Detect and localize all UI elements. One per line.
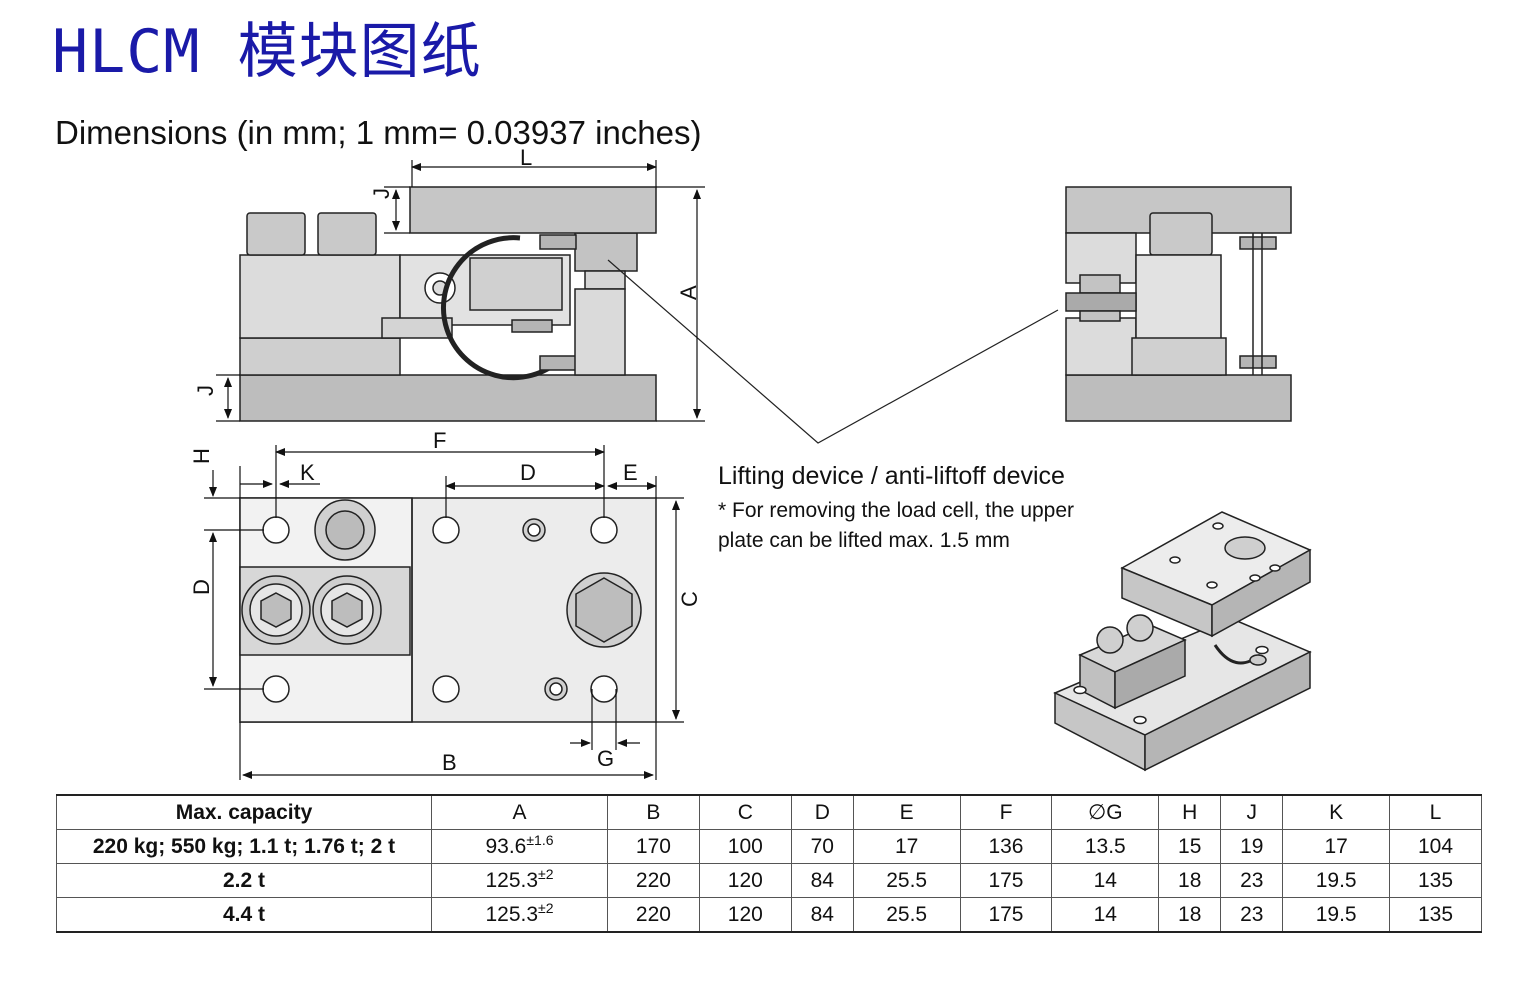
value-cell-c: 100 — [698, 829, 792, 864]
value-cell-d: 84 — [790, 863, 854, 898]
lifting-device-title: Lifting device / anti-liftoff device — [718, 462, 1065, 490]
value-cell-g: 14 — [1051, 897, 1160, 933]
capacity-cell: 220 kg; 550 kg; 1.1 t; 1.76 t; 2 t — [56, 829, 432, 864]
value-cell-h: 18 — [1158, 863, 1222, 898]
header-cell: C — [698, 794, 792, 830]
dim-label-j-top: J — [369, 188, 394, 199]
value-cell-g: 14 — [1051, 863, 1160, 898]
value-cell-b: 220 — [606, 897, 700, 933]
table-row: 2.2 t 125.3±2 220 120 84 25.5 175 14 18 … — [56, 863, 1482, 898]
table-row: 4.4 t 125.3±2 220 120 84 25.5 175 14 18 … — [56, 897, 1482, 933]
dim-label-c: C — [677, 591, 702, 607]
header-cell: B — [606, 794, 700, 830]
dim-label-b: B — [442, 750, 457, 775]
lifting-note-line-2: plate can be lifted max. 1.5 mm — [718, 529, 1010, 552]
value-cell-h: 18 — [1158, 897, 1222, 933]
value-cell-f: 175 — [959, 897, 1053, 933]
value-cell-e: 17 — [852, 829, 961, 864]
value-cell-j: 19 — [1220, 829, 1284, 864]
dim-label-j-bottom: J — [193, 385, 218, 396]
dimensions-table: Max. capacity A B C D E F ∅G H J K L 220… — [56, 794, 1482, 933]
technical-drawing: L J J A F H K D E D C B G — [189, 145, 1312, 780]
value-cell-l: 135 — [1389, 863, 1482, 898]
value-cell-h: 15 — [1158, 829, 1222, 864]
table-header-row: Max. capacity A B C D E F ∅G H J K L — [56, 794, 1482, 830]
header-cell: K — [1282, 794, 1391, 830]
value-cell-a: 125.3±2 — [431, 897, 608, 933]
value-cell-c: 120 — [698, 863, 792, 898]
capacity-cell: 4.4 t — [56, 897, 432, 933]
lifting-note-line-1: * For removing the load cell, the upper — [718, 499, 1075, 522]
value-cell-k: 17 — [1282, 829, 1391, 864]
dimensions-subtitle: Dimensions (in mm; 1 mm= 0.03937 inches) — [55, 114, 702, 151]
value-cell-l: 104 — [1389, 829, 1482, 864]
value-cell-d: 70 — [790, 829, 854, 864]
value-cell-e: 25.5 — [852, 897, 961, 933]
dim-label-f: F — [433, 428, 446, 453]
leader-line — [607, 259, 1059, 444]
value-cell-b: 170 — [606, 829, 700, 864]
value-cell-e: 25.5 — [852, 863, 961, 898]
lifting-note: * For removing the load cell, the upper … — [718, 496, 1074, 556]
dim-label-g: G — [597, 746, 614, 771]
header-cell: ∅G — [1051, 794, 1160, 830]
isometric-view — [1053, 511, 1312, 772]
value-cell-c: 120 — [698, 897, 792, 933]
front-view — [1065, 186, 1292, 422]
capacity-cell: 2.2 t — [56, 863, 432, 898]
value-cell-l: 135 — [1389, 897, 1482, 933]
value-cell-j: 23 — [1220, 863, 1284, 898]
value-cell-f: 175 — [959, 863, 1053, 898]
dim-label-d-side: D — [189, 579, 214, 595]
header-cell: Max. capacity — [56, 794, 432, 830]
value-cell-j: 23 — [1220, 897, 1284, 933]
value-cell-b: 220 — [606, 863, 700, 898]
page-title: HLCM 模块图纸 — [52, 17, 482, 87]
header-cell: L — [1389, 794, 1482, 830]
dim-label-e: E — [623, 460, 638, 485]
top-view — [239, 497, 657, 723]
value-cell-f: 136 — [959, 829, 1053, 864]
header-cell: D — [790, 794, 854, 830]
header-cell: J — [1220, 794, 1284, 830]
table-row: 220 kg; 550 kg; 1.1 t; 1.76 t; 2 t 93.6±… — [56, 829, 1482, 864]
header-cell: E — [852, 794, 961, 830]
value-cell-a: 93.6±1.6 — [431, 829, 608, 864]
side-view — [239, 186, 657, 422]
value-cell-k: 19.5 — [1282, 863, 1391, 898]
dim-label-l: L — [520, 145, 532, 170]
header-cell: H — [1158, 794, 1222, 830]
value-cell-a: 125.3±2 — [431, 863, 608, 898]
dim-label-k: K — [300, 460, 315, 485]
value-cell-g: 13.5 — [1051, 829, 1160, 864]
value-cell-d: 84 — [790, 897, 854, 933]
dim-label-d-top: D — [520, 460, 536, 485]
dim-label-h: H — [189, 448, 214, 464]
dim-label-a: A — [676, 285, 701, 300]
value-cell-k: 19.5 — [1282, 897, 1391, 933]
header-cell: A — [431, 794, 608, 830]
header-cell: F — [959, 794, 1053, 830]
